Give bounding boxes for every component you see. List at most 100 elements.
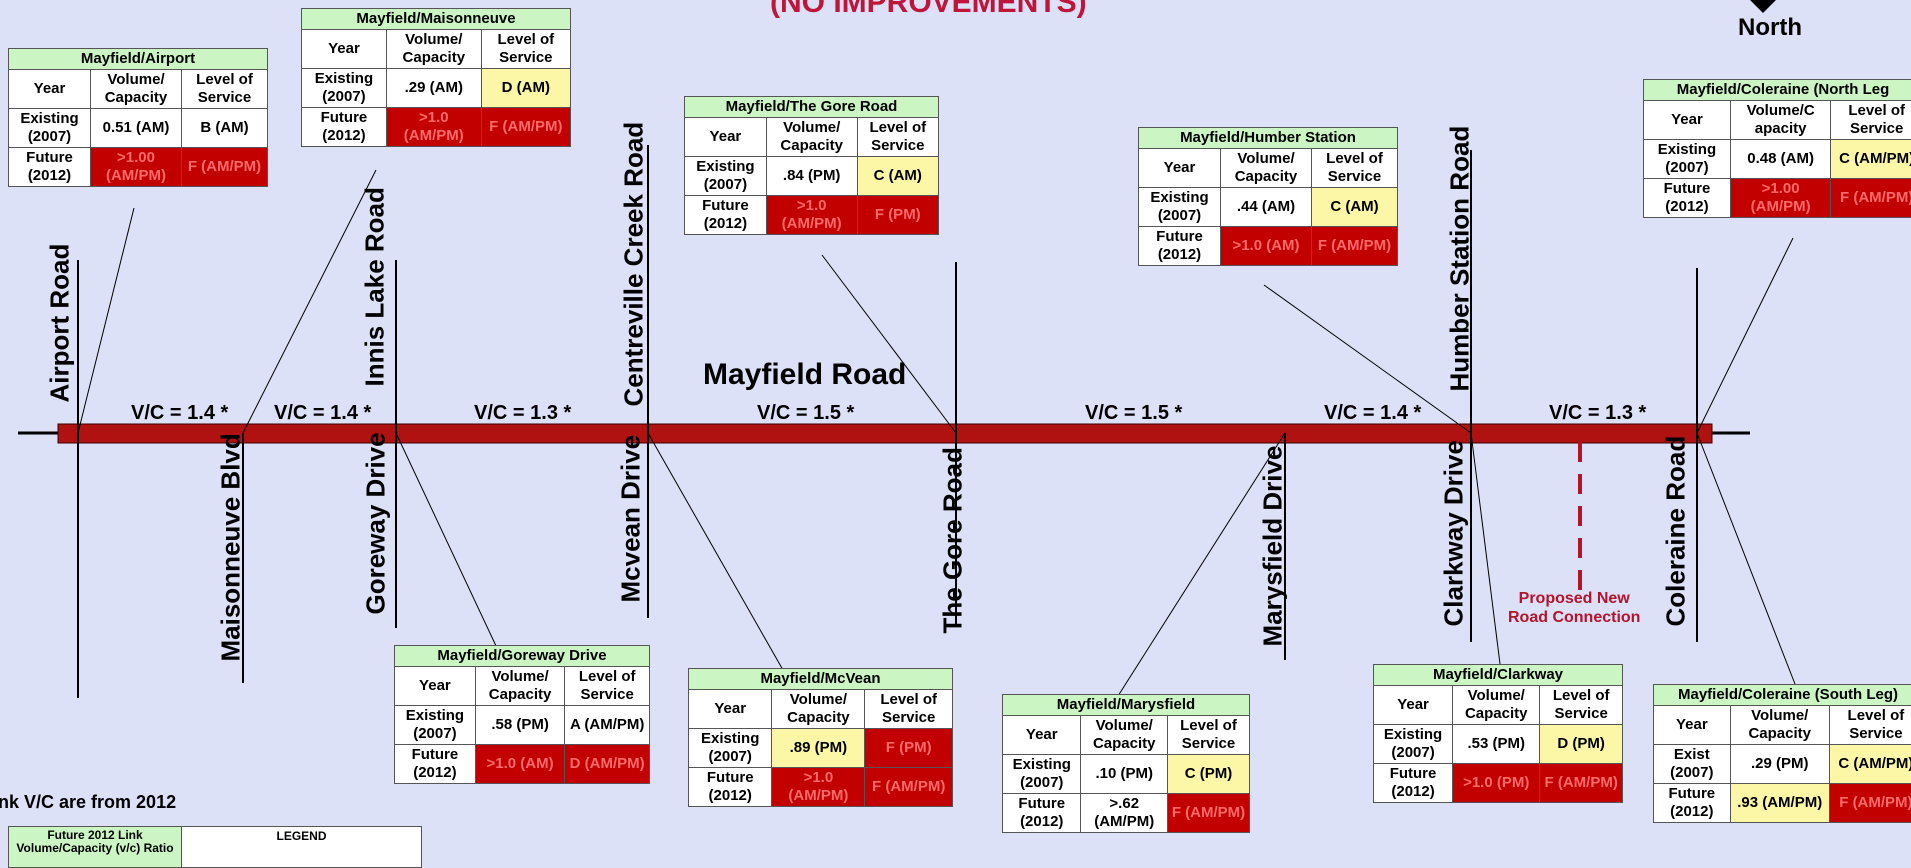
- los-cell: C (AM/PM): [1829, 745, 1911, 784]
- vc-header: Volume/ Capacity: [1730, 706, 1829, 745]
- vc-cell: .58 (PM): [475, 706, 565, 745]
- intersection-title: Mayfield/The Gore Road: [685, 97, 939, 118]
- intersection-title: Mayfield/Clarkway: [1374, 665, 1623, 686]
- year-cell: Existing (2007): [685, 157, 767, 196]
- vc-label: V/C = 1.5 *: [757, 402, 854, 425]
- year-header: Year: [395, 667, 476, 706]
- year-cell: Existing (2007): [9, 109, 91, 148]
- vc-cell: .84 (PM): [766, 157, 857, 196]
- year-header: Year: [1003, 716, 1081, 755]
- vc-cell: >1.0 (AM/PM): [766, 196, 857, 235]
- year-cell: Future (2012): [9, 148, 91, 187]
- los-cell: C (PM): [1167, 755, 1249, 794]
- los-header: Level of Service: [1167, 716, 1249, 755]
- road-label-goreway: Goreway Drive: [361, 465, 392, 615]
- legend: Future 2012 Link Volume/Capacity (v/c) R…: [8, 826, 422, 868]
- intersection-title: Mayfield/Goreway Drive: [395, 646, 650, 667]
- vc-cell: >1.0 (AM/PM): [772, 768, 865, 807]
- los-cell: F (AM/PM): [865, 768, 953, 807]
- vc-header: Volume/ Capacity: [1081, 716, 1168, 755]
- vc-header: Volume/ Capacity: [772, 690, 865, 729]
- year-header: Year: [1139, 149, 1221, 188]
- year-cell: Future (2012): [1003, 794, 1081, 833]
- road-label-airport: Airport Road: [45, 263, 76, 403]
- vc-header: Volume/ Capacity: [386, 30, 481, 69]
- los-header: Level of Service: [1312, 149, 1398, 188]
- road-label-marysfield: Marysfield Drive: [1258, 477, 1289, 647]
- los-header: Level of Service: [481, 30, 570, 69]
- vc-header: Volume/ Capacity: [1453, 686, 1540, 725]
- vc-cell: >1.00 (AM/PM): [90, 148, 181, 187]
- vc-header: Volume/ Capacity: [475, 667, 565, 706]
- los-cell: B (AM): [182, 109, 268, 148]
- year-cell: Exist (2007): [1654, 745, 1731, 784]
- los-cell: C (AM): [857, 157, 938, 196]
- los-cell: C (AM/PM): [1831, 140, 1911, 179]
- vc-cell: .29 (AM): [386, 69, 481, 108]
- los-cell: D (AM/PM): [565, 745, 650, 784]
- year-header: Year: [1644, 101, 1731, 140]
- road-label-coleraine: Coleraine Road: [1661, 477, 1692, 627]
- year-cell: Future (2012): [1139, 227, 1221, 266]
- road-label-the-gore: The Gore Road: [938, 464, 969, 634]
- vc-label: V/C = 1.4 *: [1324, 402, 1421, 425]
- los-cell: F (AM/PM): [182, 148, 268, 187]
- year-header: Year: [689, 690, 772, 729]
- vc-label: V/C = 1.3 *: [1549, 402, 1646, 425]
- vc-cell: >1.00 (AM/PM): [1730, 179, 1830, 218]
- vc-label: V/C = 1.5 *: [1085, 402, 1182, 425]
- year-cell: Existing (2007): [395, 706, 476, 745]
- los-cell: F (AM/PM): [481, 108, 570, 147]
- los-cell: F (AM/PM): [1540, 764, 1623, 803]
- year-cell: Existing (2007): [302, 69, 387, 108]
- road-label-maisonneuve: Maisonneuve Blvd: [216, 502, 247, 662]
- year-header: Year: [685, 118, 767, 157]
- los-header: Level of Service: [1829, 706, 1911, 745]
- los-cell: D (AM): [481, 69, 570, 108]
- mayfield-road-label: Mayfield Road: [703, 358, 906, 392]
- vc-header: Volume/C apacity: [1730, 101, 1830, 140]
- vc-cell: 0.51 (AM): [90, 109, 181, 148]
- los-cell: A (AM/PM): [565, 706, 650, 745]
- intersection-title: Mayfield/McVean: [689, 669, 953, 690]
- vc-header: Volume/ Capacity: [1220, 149, 1311, 188]
- road-label-humber-station: Humber Station Road: [1445, 192, 1476, 392]
- year-cell: Existing (2007): [1374, 725, 1453, 764]
- vc-header: Volume/ Capacity: [766, 118, 857, 157]
- los-header: Level of Service: [865, 690, 953, 729]
- legend-link-header: Future 2012 Link Volume/Capacity (v/c) R…: [9, 827, 182, 867]
- year-cell: Future (2012): [1644, 179, 1731, 218]
- year-header: Year: [9, 70, 91, 109]
- vc-label: V/C = 1.4 *: [274, 402, 371, 425]
- vc-cell: >.62 (AM/PM): [1081, 794, 1168, 833]
- road-label-centreville-creek: Centreville Creek Road: [619, 187, 650, 407]
- los-cell: F (PM): [865, 729, 953, 768]
- year-cell: Future (2012): [302, 108, 387, 147]
- los-cell: F (PM): [857, 196, 938, 235]
- vc-cell: .10 (PM): [1081, 755, 1168, 794]
- los-header: Level of Service: [565, 667, 650, 706]
- los-header: Level of Service: [857, 118, 938, 157]
- vc-cell: >1.0 (AM): [1220, 227, 1311, 266]
- year-cell: Existing (2007): [1003, 755, 1081, 794]
- intersection-title: Mayfield/Coleraine (North Leg: [1644, 80, 1911, 101]
- vc-label: V/C = 1.4 *: [131, 402, 228, 425]
- los-cell: F (AM/PM): [1831, 179, 1911, 218]
- vc-cell: .44 (AM): [1220, 188, 1311, 227]
- los-cell: D (PM): [1540, 725, 1623, 764]
- los-cell: F (AM/PM): [1829, 784, 1911, 823]
- vc-cell: .29 (PM): [1730, 745, 1829, 784]
- vc-cell: >1.0 (AM): [475, 745, 565, 784]
- vc-cell: >1.0 (PM): [1453, 764, 1540, 803]
- year-cell: Existing (2007): [1644, 140, 1731, 179]
- intersection-title: Mayfield/Maisonneuve: [302, 9, 571, 30]
- year-header: Year: [1654, 706, 1731, 745]
